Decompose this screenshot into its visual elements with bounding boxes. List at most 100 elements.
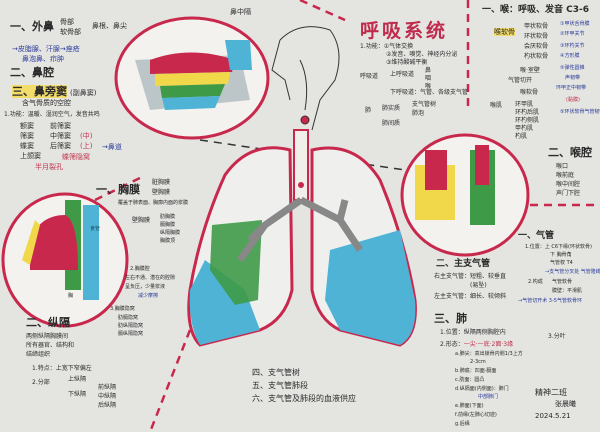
text: 鼻泡鼻、疖肿 xyxy=(22,55,64,63)
text: 2-3cm xyxy=(470,359,486,365)
page-title: 呼吸系统 xyxy=(360,20,449,42)
text: ⑤弹性圆锥 xyxy=(560,65,585,71)
text: 筛窦 xyxy=(20,132,34,140)
heading-paranasal-sinus: 三、鼻旁窦 xyxy=(12,85,67,98)
text: 中筛窦 xyxy=(50,132,71,140)
bronchial-tree xyxy=(237,196,363,263)
text: 杓肌 xyxy=(515,133,528,140)
text: 后筛窦 xyxy=(50,142,71,150)
text: 膈纵隔隐窝 xyxy=(118,331,144,337)
text: 环杓侧肌 xyxy=(515,117,540,124)
text: 五、支气管肺段 xyxy=(252,381,308,390)
text: ⑤环状软骨气管韧带 xyxy=(560,109,600,115)
text: 喉软骨 xyxy=(494,28,515,37)
text: 一尖·一底·2面·3缘 xyxy=(463,341,514,348)
text: 喉口 xyxy=(556,163,569,170)
text: 气管切开 xyxy=(508,77,533,84)
text: f.前缘(左肺心切迹) xyxy=(455,412,497,418)
text: 声韧带 xyxy=(565,75,581,81)
text: 肺间质 xyxy=(382,120,401,127)
text: 咽 xyxy=(425,75,432,82)
text: 含气骨质的空腔 xyxy=(22,99,71,107)
text: ①甲状舌骨膜 xyxy=(560,21,590,27)
text: 支气管树 xyxy=(412,101,437,108)
text: 环杓后肌 xyxy=(515,109,540,116)
author-name: 张晨曦 xyxy=(555,400,576,408)
heading-trachea: 一、气管 xyxy=(518,231,555,241)
text: 呼吸道 xyxy=(360,73,379,80)
text: 软骨部 xyxy=(60,28,81,36)
text: 声门下腔 xyxy=(556,190,581,197)
text: 环状软骨 xyxy=(524,33,549,40)
pleura-illustration xyxy=(1,192,129,328)
text: 2.胸膜腔 xyxy=(130,266,150,272)
text: ③环杓关节 xyxy=(560,43,585,49)
lungs-illustration xyxy=(187,129,417,347)
text: 左主支气管：细长、较倾斜 xyxy=(434,293,507,300)
text: 所有器官、结构和 xyxy=(26,342,75,349)
text: 肺实质 xyxy=(382,105,401,112)
date: 2024.5.21 xyxy=(535,412,571,420)
text: c.肋面：圆凸 xyxy=(455,377,485,383)
heading-nasal-cavity: 二、鼻腔 xyxy=(10,66,54,79)
text: 鼻中隔 xyxy=(230,8,251,16)
text: 肋膈隐窝 xyxy=(118,315,139,321)
text: 环甲肌 xyxy=(515,101,534,108)
text: 中部肺门 xyxy=(478,394,499,400)
text: 甲状软骨 xyxy=(524,23,549,30)
text: 下纵隔 xyxy=(68,391,87,398)
text: 3.胸膜隐窝 xyxy=(110,306,135,312)
text: ②环甲关节 xyxy=(560,31,585,37)
heading-external-nose: 一、外鼻 xyxy=(10,20,54,33)
text: 环甲正中韧带 xyxy=(556,85,587,91)
text: 半月裂孔 xyxy=(35,163,63,171)
text: 右主支气管：短粗、较垂直 xyxy=(434,273,507,280)
text: 前纵隔 xyxy=(98,384,117,391)
text: 1.特点：上宽下窄偏左 xyxy=(32,365,92,372)
text: (上) xyxy=(80,142,93,150)
text: 六、支气管及肺段的血液供应 xyxy=(252,394,356,403)
text: 下呼吸道：气管、各级支气管 xyxy=(390,89,469,96)
text: 中纵隔 xyxy=(98,393,117,400)
text: 蝶筛隐窝 xyxy=(62,153,90,161)
head-sagittal-sketch xyxy=(271,26,340,131)
text: 喉软骨 xyxy=(520,89,539,96)
left-lung-lower-lobe xyxy=(325,230,416,345)
text: a.肺尖：高出锁骨内侧1/3上方 xyxy=(455,351,523,357)
heading-lungs: 三、肺 xyxy=(434,312,467,325)
text: 胸膜顶 xyxy=(160,238,176,244)
text: 杓状软骨 xyxy=(524,53,549,60)
dashed-line xyxy=(148,329,192,432)
right-lung-lower-lobe xyxy=(189,260,260,345)
text: 肺泡 xyxy=(412,110,425,117)
text: 1.功能：温暖、湿润空气，发音共鸣 xyxy=(4,111,100,118)
text: 左右不通、潜在的腔隙 xyxy=(125,275,176,281)
text: 膈胸膜 xyxy=(160,222,176,228)
text: 减少摩擦 xyxy=(138,293,159,299)
text: 纵隔胸膜 xyxy=(160,230,181,236)
text: 会厌软骨 xyxy=(524,43,549,50)
text: 喉肌 xyxy=(490,102,503,109)
text: 三、鼻旁窦 xyxy=(12,85,67,98)
text: 喉·室壁 xyxy=(520,67,540,74)
text: 1.位置：上 C6下缘(环状软骨) xyxy=(525,244,592,250)
text: g.后缘 xyxy=(455,421,470,427)
text: ②发音、嗅觉、神经内分泌 xyxy=(386,51,458,58)
heading-mediastinum: 二、纵隔 xyxy=(26,316,70,329)
heading-main-bronchi: 二、主支气管 xyxy=(436,259,491,269)
text: 2.分部 xyxy=(32,379,50,386)
text: 喉 xyxy=(425,83,432,90)
text: (易坠) xyxy=(470,282,487,289)
heading-pleura: 一、胸膜 xyxy=(96,183,140,196)
text: b.肺底：凹面·膈面 xyxy=(455,368,497,374)
text: 2.形态：一尖·一底·2面·3缘 xyxy=(440,340,513,349)
nasal-cavity-illustration xyxy=(114,16,270,140)
text: ③维持酸碱平衡 xyxy=(386,59,428,66)
text: →气管切开术 3-5气管软骨环 xyxy=(518,298,582,304)
text: 鼻 xyxy=(425,67,432,74)
text: 结缔组织 xyxy=(26,351,51,358)
text: 气管软骨 xyxy=(552,279,573,285)
text: (副鼻窦) xyxy=(70,89,97,97)
text: 肋胸膜 xyxy=(160,214,176,220)
